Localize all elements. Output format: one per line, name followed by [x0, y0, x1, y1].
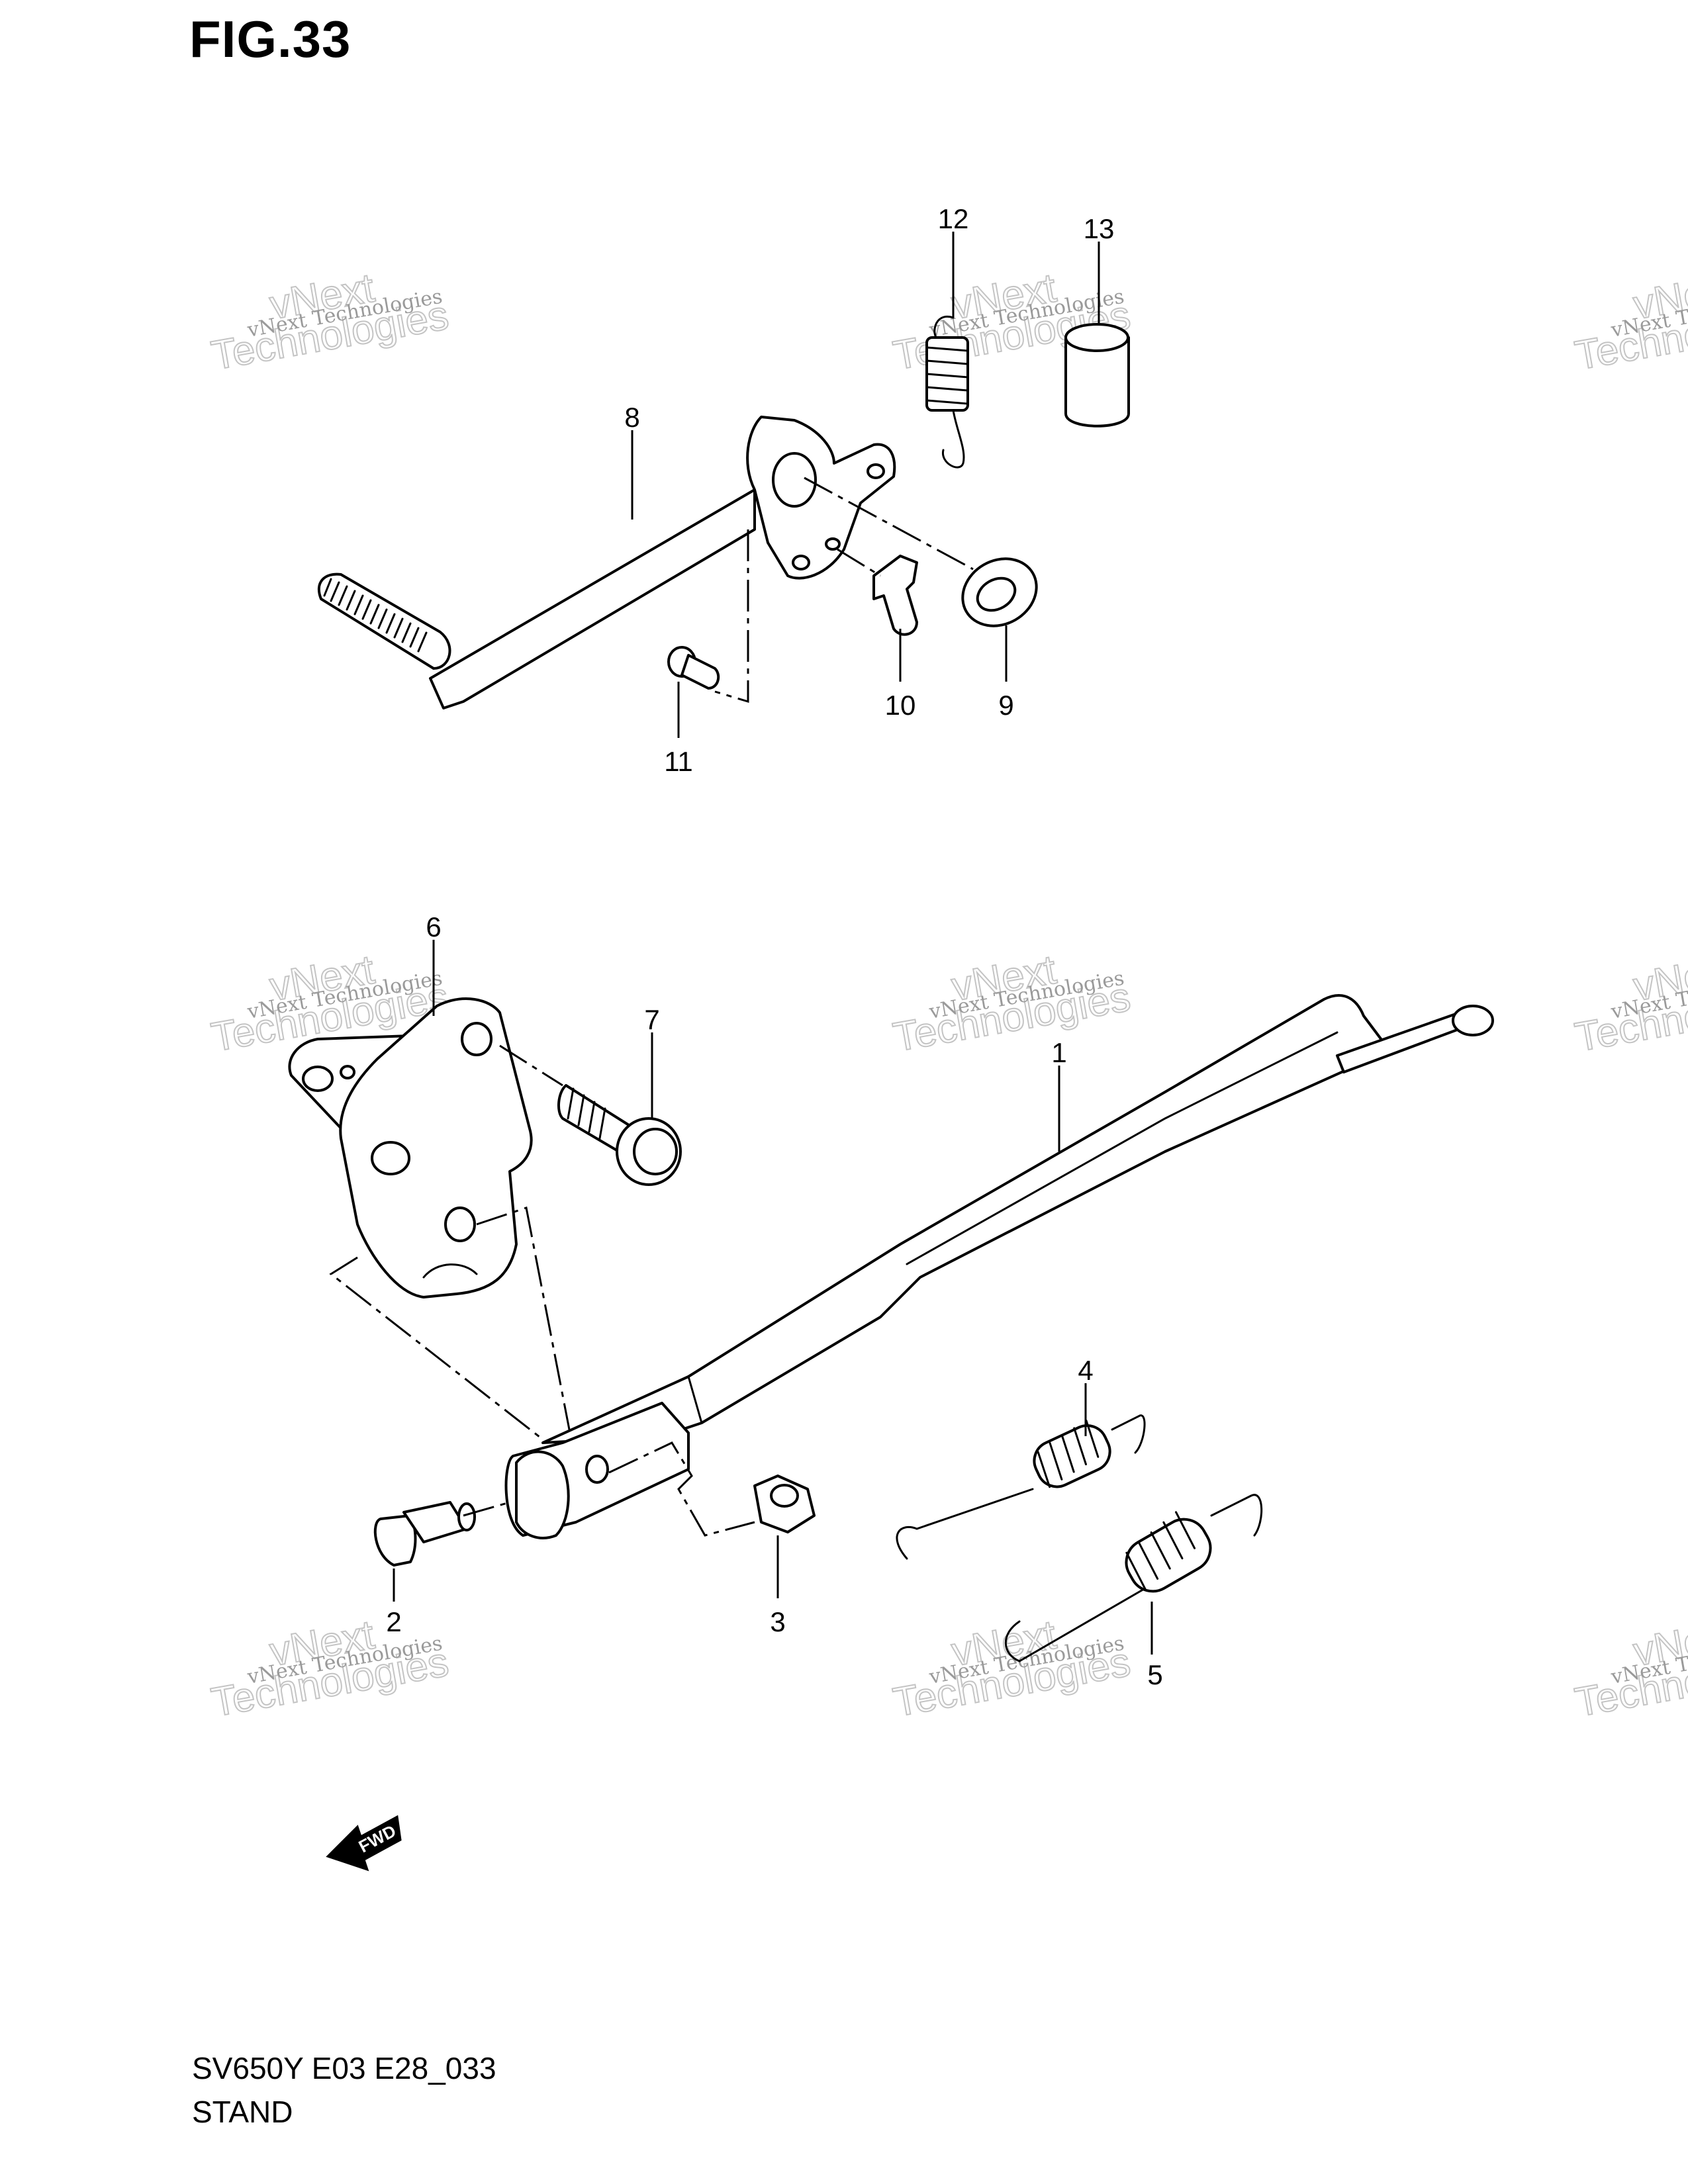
part-11-bolt[interactable]	[667, 646, 720, 690]
callout-11: 11	[664, 746, 693, 777]
callout-5: 5	[1147, 1659, 1162, 1690]
part-5-spring[interactable]	[1004, 1494, 1263, 1662]
watermark-6: Technologies vNext vNext Technologies	[1571, 946, 1688, 1062]
callout-8: 8	[624, 402, 639, 433]
part-13-collar[interactable]	[1064, 323, 1130, 428]
figure-code: SV650Y E03 E28_033	[192, 2051, 496, 2085]
part-3-nut[interactable]	[753, 1475, 816, 1533]
callout-12: 12	[938, 203, 969, 234]
callout-13: 13	[1084, 213, 1115, 244]
part-1-side-stand[interactable]	[504, 994, 1494, 1539]
part-9-washer[interactable]	[951, 545, 1049, 639]
watermark-8: Technologies vNext vNext Technologies	[889, 1612, 1134, 1727]
foot-pad-grooves	[323, 578, 428, 653]
callout-7: 7	[644, 1004, 659, 1035]
part-7-bolt[interactable]	[557, 1084, 682, 1186]
callout-4: 4	[1078, 1355, 1093, 1386]
part-12-spring[interactable]	[925, 315, 969, 469]
callout-labels: 8 12 13 10 9 11 6 7 1 4 3 2 5	[386, 203, 1162, 1690]
watermark-1: Technologies vNext vNext Technologies	[207, 265, 452, 380]
callout-3: 3	[770, 1606, 785, 1637]
figure-name: STAND	[192, 2095, 293, 2129]
callout-1: 1	[1051, 1037, 1066, 1068]
watermark-3: Technologies vNext vNext Technologies	[1571, 265, 1688, 380]
part-6-bracket[interactable]	[288, 997, 533, 1298]
part-2-pivot-bolt[interactable]	[373, 1501, 476, 1567]
part-8-brake-pedal[interactable]	[317, 416, 896, 709]
watermark-7: Technologies vNext vNext Technologies	[207, 1612, 452, 1727]
fwd-arrow-icon: FWD	[326, 1815, 402, 1872]
part-4-spring[interactable]	[896, 1414, 1146, 1560]
callout-10: 10	[885, 690, 916, 721]
callout-9: 9	[998, 690, 1013, 721]
part-10-clip[interactable]	[872, 555, 918, 636]
watermark-5: Technologies vNext vNext Technologies	[889, 946, 1134, 1062]
callout-6: 6	[426, 911, 441, 942]
watermark-9: Technologies vNext vNext Technologies	[1571, 1612, 1688, 1727]
upper-leaders	[631, 232, 1100, 738]
lower-leaders	[329, 940, 1153, 1655]
figure-title: FIG.33	[189, 10, 352, 68]
callout-2: 2	[386, 1606, 401, 1637]
